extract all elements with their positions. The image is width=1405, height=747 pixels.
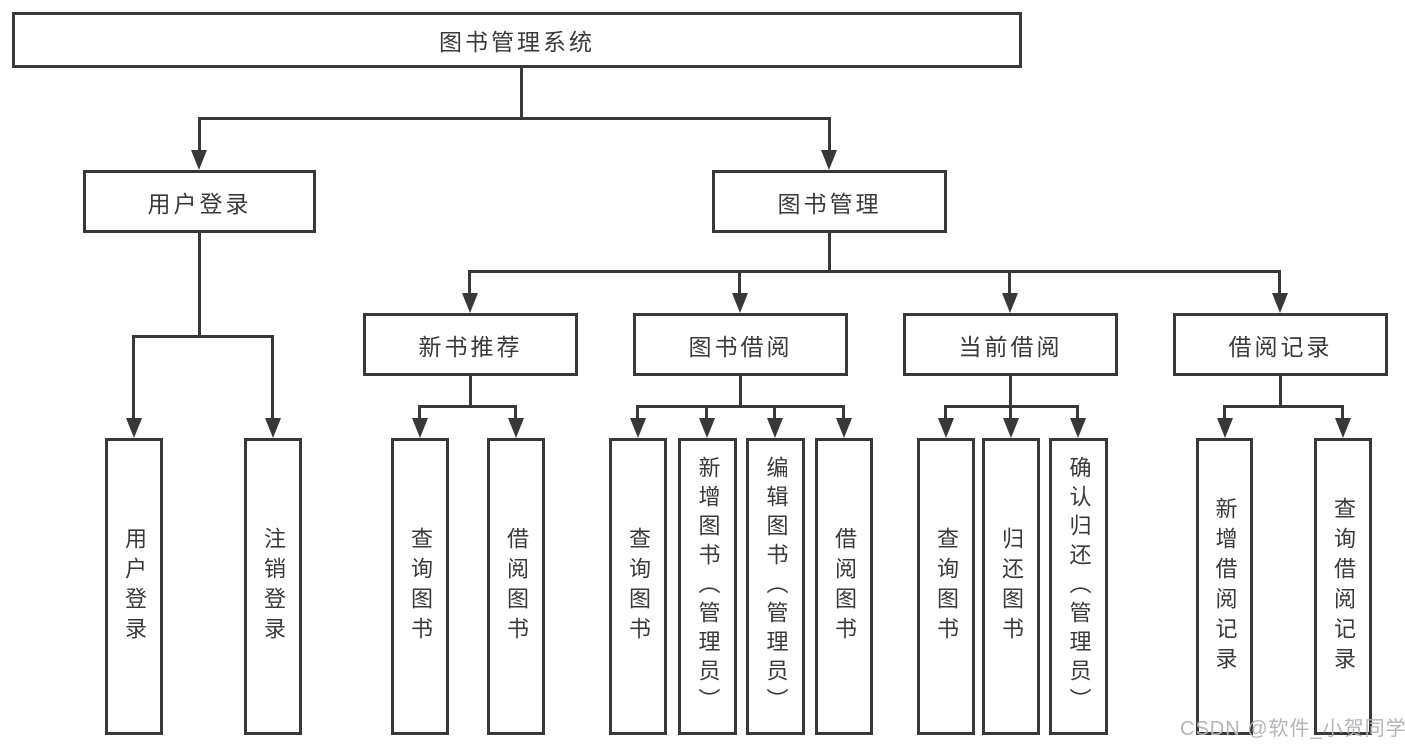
connector-line [132, 335, 274, 338]
leaf-return-books: 归还图书 [982, 438, 1040, 735]
connector-line [1008, 270, 1011, 295]
node-borrow-records: 借阅记录 [1173, 313, 1388, 376]
leaf-label: 借阅图书 [832, 526, 857, 647]
leaf-logout: 注销登录 [244, 438, 302, 735]
connector-line [1223, 405, 1226, 419]
arrow-down-icon [938, 418, 954, 438]
connector-line [132, 335, 135, 418]
connector-line [636, 405, 639, 419]
node-book-management: 图书管理 [712, 170, 947, 233]
leaf-label: 确认归还（管理员） [1066, 456, 1092, 717]
leaf-label: 查询借阅记录 [1331, 496, 1356, 677]
arrow-down-icon [265, 418, 281, 438]
connector-line [1223, 405, 1344, 408]
connector-line [944, 405, 947, 419]
arrow-down-icon [767, 418, 783, 438]
leaf-label: 归还图书 [999, 526, 1024, 647]
connector-line [636, 405, 845, 408]
node-borrow-records-label: 借阅记录 [1228, 333, 1333, 360]
node-book-borrow-label: 图书借阅 [688, 333, 793, 360]
node-root: 图书管理系统 [12, 12, 1022, 68]
arrow-down-icon [1070, 418, 1086, 438]
arrow-down-icon [836, 418, 852, 438]
connector-line [1279, 376, 1282, 407]
arrow-down-icon [1272, 293, 1288, 313]
leaf-edit-book-admin: 编辑图书（管理员） [746, 438, 805, 735]
leaf-user-login: 用户登录 [105, 438, 163, 735]
node-current-borrow-label: 当前借阅 [958, 333, 1063, 360]
connector-line [418, 405, 421, 419]
connector-line [1341, 405, 1344, 419]
connector-line [418, 405, 517, 408]
arrow-down-icon [462, 293, 478, 313]
leaf-label: 新增图书（管理员） [695, 456, 721, 717]
connector-line [198, 117, 831, 120]
connector-line [198, 117, 201, 152]
csdn-watermark: CSDN @软件_小贺同学 [1180, 718, 1405, 740]
connector-line [468, 270, 1281, 273]
connector-line [468, 270, 471, 295]
connector-line [739, 376, 742, 407]
leaf-label: 借阅图书 [504, 526, 529, 647]
connector-line [828, 117, 831, 152]
leaf-add-borrow-record: 新增借阅记录 [1196, 438, 1253, 735]
leaf-label: 编辑图书（管理员） [763, 456, 789, 717]
arrow-down-icon [630, 418, 646, 438]
arrow-down-icon [1335, 418, 1351, 438]
arrow-down-icon [126, 418, 142, 438]
node-book-management-label: 图书管理 [777, 190, 882, 217]
node-user-login: 用户登录 [83, 170, 316, 233]
arrow-down-icon [508, 418, 524, 438]
connector-line [1009, 376, 1012, 407]
connector-line [738, 270, 741, 295]
connector-line [1009, 405, 1012, 419]
node-new-book-recommend: 新书推荐 [363, 313, 578, 376]
leaf-query-books-current: 查询图书 [917, 438, 975, 735]
leaf-label: 注销登录 [261, 526, 286, 647]
connector-line [198, 233, 201, 335]
node-root-label: 图书管理系统 [439, 29, 595, 55]
arrow-down-icon [191, 150, 207, 170]
connector-line [469, 376, 472, 407]
connector-line [828, 233, 831, 273]
connector-line [842, 405, 845, 419]
leaf-query-books-recommend: 查询图书 [391, 438, 449, 735]
arrow-down-icon [1217, 418, 1233, 438]
arrow-down-icon [699, 418, 715, 438]
leaf-borrow-books-recommend: 借阅图书 [487, 438, 545, 735]
leaf-query-books-borrow: 查询图书 [609, 438, 667, 735]
connector-line [520, 68, 523, 117]
arrow-down-icon [1002, 293, 1018, 313]
leaf-label: 查询图书 [934, 526, 959, 647]
arrow-down-icon [412, 418, 428, 438]
node-user-login-label: 用户登录 [147, 190, 252, 217]
connector-line [271, 335, 274, 418]
leaf-confirm-return-admin: 确认归还（管理员） [1049, 438, 1108, 735]
arrow-down-icon [1003, 418, 1019, 438]
node-book-borrow: 图书借阅 [633, 313, 848, 376]
arrow-down-icon [732, 293, 748, 313]
node-new-book-recommend-label: 新书推荐 [418, 333, 523, 360]
connector-line [514, 405, 517, 419]
node-current-borrow: 当前借阅 [903, 313, 1118, 376]
connector-line [1278, 270, 1281, 295]
leaf-label: 查询图书 [626, 526, 651, 647]
leaf-label: 查询图书 [408, 526, 433, 647]
connector-line [773, 405, 776, 419]
leaf-borrow-books: 借阅图书 [815, 438, 873, 735]
leaf-query-borrow-record: 查询借阅记录 [1314, 438, 1372, 735]
leaf-add-book-admin: 新增图书（管理员） [678, 438, 737, 735]
arrow-down-icon [821, 150, 837, 170]
leaf-label: 用户登录 [122, 526, 147, 647]
connector-line [705, 405, 708, 419]
leaf-label: 新增借阅记录 [1212, 496, 1238, 677]
connector-line [1076, 405, 1079, 419]
